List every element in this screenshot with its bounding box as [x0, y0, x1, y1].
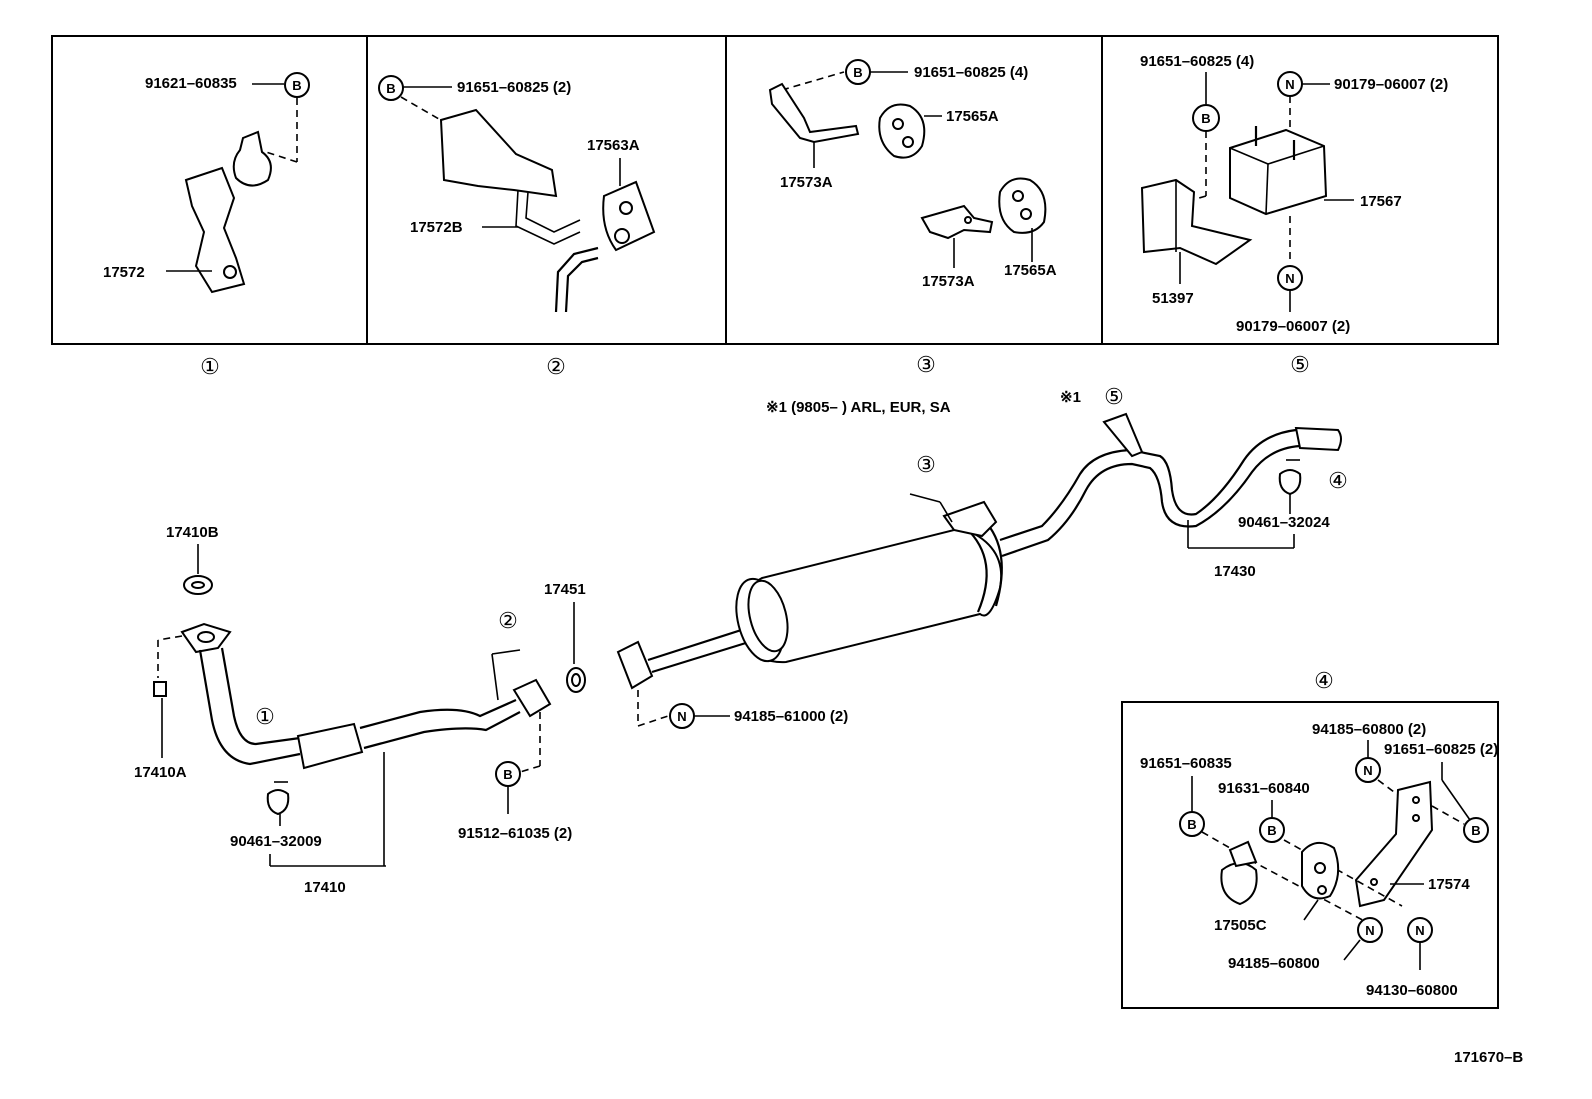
rear-flange [512, 678, 552, 718]
d4-bracket [1354, 780, 1434, 908]
bolt-b-letter: B [1187, 817, 1196, 832]
d1-bracket [184, 166, 246, 294]
d3-cushion-upper [878, 103, 926, 159]
bolt-b-symbol [1259, 817, 1285, 843]
d4-nut-b-label: 94185–60800 [1228, 955, 1320, 972]
nut-n-letter: N [1415, 923, 1424, 938]
clamp-tail-label: 90461–32024 [1238, 514, 1330, 531]
d4-bolt-b-label: 91651–60835 [1140, 755, 1232, 772]
d3-cushion-lower-label: 17565A [1004, 262, 1057, 279]
nut-n-letter: N [1365, 923, 1374, 938]
nut-n-symbol [1357, 917, 1383, 943]
bolt-b-letter: B [1201, 111, 1210, 126]
tail-pipe-label: 17430 [1214, 563, 1256, 580]
muffler-hanger [942, 500, 998, 538]
d3-bracket-upper [768, 82, 860, 144]
gasket-side-label: 17410A [134, 764, 187, 781]
d1-bolt-label: 91621–60835 [145, 75, 237, 92]
d4-nut-c-label: 94130–60800 [1366, 982, 1458, 999]
bolt-b-letter: B [1267, 823, 1276, 838]
nut-n-symbol [1355, 757, 1381, 783]
variant-note: ※1 (9805– ) ARL, EUR, SA [766, 399, 951, 416]
front-pipe [198, 649, 301, 766]
d5-bolt-label: 91651–60825 (4) [1140, 53, 1254, 70]
front-pipe-label: 17410 [304, 879, 346, 896]
d4-bracket-label: 17574 [1428, 876, 1470, 893]
sheet-id: 171670–B [1454, 1049, 1523, 1066]
nut-n-letter: N [1285, 271, 1294, 286]
bolt-b-symbol [1179, 811, 1205, 837]
detail-5-number: ⑤ [1290, 352, 1310, 377]
detail-3-number: ③ [916, 352, 936, 377]
tail-pipe [999, 428, 1297, 542]
d1-rubber-hanger [232, 130, 272, 187]
d5-nut-bottom-label: 90179–06007 (2) [1236, 318, 1350, 335]
bolt-b-letter: B [853, 65, 862, 80]
detail-1-panel: 91621–60835 B 17572 [103, 72, 310, 294]
bolt-b-symbol [284, 72, 310, 98]
d4-nut-a-label: 94185–60800 (2) [1312, 721, 1426, 738]
d4-bolt-a-label: 91651–60825 (2) [1384, 741, 1498, 758]
clamp-front-label: 90461–32009 [230, 833, 322, 850]
tail-tip [1294, 426, 1342, 452]
d5-mount-label: 17567 [1360, 193, 1402, 210]
d3-bracket-upper-label: 17573A [780, 174, 833, 191]
detail-5-ref: ⑤ [1104, 384, 1124, 409]
d2-cushion-label: 17563A [587, 137, 640, 154]
detail-4-number: ④ [1314, 668, 1334, 693]
d2-hanger-bracket [439, 108, 558, 198]
bolt-b-letter: B [1471, 823, 1480, 838]
nut-mid-label: 94185–61000 (2) [734, 708, 848, 725]
tail-hanger [1102, 412, 1144, 458]
d3-bracket-lower-label: 17573A [922, 273, 975, 290]
bolt-b-letter: B [386, 81, 395, 96]
d4-bolt-c-label: 91631–60840 [1218, 780, 1310, 797]
d5-bracket-label: 51397 [1152, 290, 1194, 307]
detail-panels [51, 35, 1499, 345]
gasket-side [153, 681, 167, 697]
bolt-mid-label: 91512–61035 (2) [458, 825, 572, 842]
nut-n-letter: N [677, 709, 686, 724]
d3-cushion-lower [998, 177, 1047, 234]
front-catalyst [296, 722, 364, 770]
detail-3-panel: B 91651–60825 (4) 17573A 17565A 17573A 1… [768, 59, 1057, 290]
d3-bolt-label: 91651–60825 (4) [914, 64, 1028, 81]
bolt-b-letter: B [503, 767, 512, 782]
d3-bracket-lower [920, 204, 994, 240]
detail-2-panel: B 91651–60825 (2) 17572B 17563A [378, 75, 656, 313]
nut-n-letter: N [1285, 77, 1294, 92]
detail-5-panel: 91651–60825 (4) B N 90179–06007 (2) 1756… [1140, 53, 1448, 335]
d4-cushion-label: 17505C [1214, 917, 1267, 934]
detail-1-ref: ① [255, 704, 275, 729]
tail-clamp [1278, 469, 1302, 496]
front-clamp [266, 789, 290, 816]
bolt-b-symbol [1463, 817, 1489, 843]
front-pipe-assembly: 17410B 17410A ① ② B 91512–61035 (2) 9046… [134, 524, 572, 896]
d2-bolt-label: 91651–60825 (2) [457, 79, 571, 96]
d2-bracket-label: 17572B [410, 219, 463, 236]
detail-2-ref: ② [498, 608, 518, 633]
panel-numbers: ① ② ③ ⑤ [200, 352, 1310, 379]
detail-3-ref: ③ [916, 452, 936, 477]
gasket-top-label: 17410B [166, 524, 219, 541]
d4-clamp [1220, 862, 1258, 906]
variant-marker-label: ※1 [1060, 389, 1081, 406]
nut-n-letter: N [1363, 763, 1372, 778]
muffler-assembly: N 94185–61000 (2) ③ ※1 ⑤ ④ 90461–32024 1… [616, 384, 1348, 729]
detail-4-panel: 94185–60800 (2) N 91651–60825 (2) B 1757… [1121, 701, 1499, 1009]
d5-nut-top-label: 90179–06007 (2) [1334, 76, 1448, 93]
gasket-mid-group: 17451 [544, 581, 586, 693]
d3-cushion-upper-label: 17565A [946, 108, 999, 125]
bolt-b-symbol [378, 75, 404, 101]
d5-mount-block [1229, 128, 1328, 216]
detail-1-number: ① [200, 354, 220, 379]
bolt-b-letter: B [292, 78, 301, 93]
d5-bracket [1140, 178, 1253, 266]
gasket-mid-label: 17451 [544, 581, 586, 598]
d1-bracket-label: 17572 [103, 264, 145, 281]
detail-2-number: ② [546, 354, 566, 379]
detail-4-ref: ④ [1328, 468, 1348, 493]
muffler-inlet-flange [616, 640, 654, 690]
